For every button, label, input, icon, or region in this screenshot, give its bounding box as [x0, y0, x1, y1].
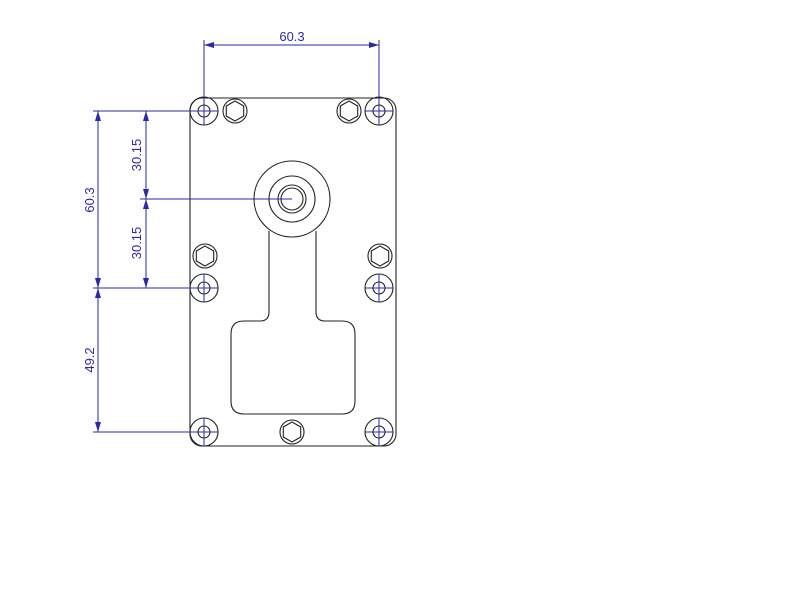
dimension-lines [93, 40, 380, 433]
dim-top-width: 60.3 [279, 29, 304, 44]
hex-bolt [192, 243, 218, 269]
mounting-hole [364, 273, 394, 303]
dim-left-height: 60.3 [82, 187, 97, 212]
hex-bolt [279, 419, 305, 445]
dim-bottom-offset: 49.2 [82, 347, 97, 372]
hex-bolts [192, 98, 393, 445]
mounting-holes [189, 96, 394, 447]
mounting-hole [364, 417, 394, 447]
hex-bolt [336, 98, 362, 124]
dim-lower-half: 30.15 [129, 227, 144, 260]
mounting-plate [189, 97, 397, 447]
hex-bolt [367, 243, 393, 269]
hex-bolt [222, 98, 248, 124]
gear-recess [230, 231, 356, 415]
dim-upper-half: 30.15 [129, 139, 144, 172]
